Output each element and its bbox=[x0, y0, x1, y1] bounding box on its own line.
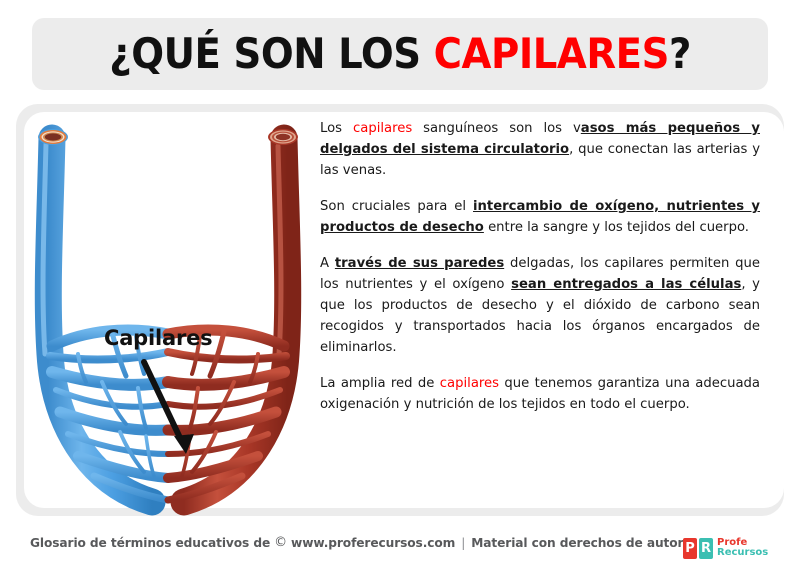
footer-site-url[interactable]: www.proferecursos.com bbox=[291, 535, 456, 550]
emphasis-run: intercambio de oxígeno, nutrientes y pro… bbox=[320, 199, 760, 235]
keyword-run: capilares bbox=[353, 121, 413, 136]
vein-mouth-cross-section bbox=[38, 129, 68, 145]
title-highlight: CAPILARES bbox=[433, 29, 670, 78]
logo-marks: P R bbox=[683, 537, 713, 559]
paragraph-3: A través de sus paredes delgadas, los ca… bbox=[320, 253, 760, 358]
title-suffix: ? bbox=[668, 29, 691, 78]
footer-bar: Glosario de términos educativos de © www… bbox=[0, 524, 800, 566]
text-run: , que conectan las arterias y las venas. bbox=[320, 142, 761, 178]
capillary-diagram-svg bbox=[34, 124, 302, 516]
text-run: A bbox=[320, 256, 335, 271]
logo-word-profe: Profe bbox=[717, 537, 748, 548]
emphasis-run: sean entregados a las células bbox=[511, 277, 742, 292]
page-title: ¿QUÉ SON LOS CAPILARES? bbox=[109, 33, 691, 75]
paragraph-2: Son cruciales para el intercambio de oxí… bbox=[320, 196, 760, 238]
footer-credits: Glosario de términos educativos de © www… bbox=[30, 535, 684, 550]
text-run: sanguíneos son los v bbox=[412, 121, 581, 136]
emphasis-run: través de sus paredes bbox=[334, 256, 505, 271]
text-run: La amplia red de bbox=[320, 376, 440, 391]
text-run: que tenemos garantiza una adecuada oxige… bbox=[320, 376, 761, 412]
paragraph-4: La amplia red de capilares que tenemos g… bbox=[320, 373, 760, 415]
text-run: Son cruciales para el bbox=[320, 199, 474, 214]
title-prefix: ¿QUÉ SON LOS bbox=[109, 29, 434, 78]
keyword-run: capilares bbox=[439, 376, 500, 391]
logo-square-r: R bbox=[699, 537, 713, 559]
description-text-column: Los capilares sanguíneos son los vasos m… bbox=[320, 118, 760, 510]
profe-recursos-logo[interactable]: P R Profe Recursos bbox=[683, 535, 783, 561]
copyright-icon: © bbox=[274, 535, 288, 550]
capillary-network-artery bbox=[162, 324, 290, 504]
footer-separator: | bbox=[461, 535, 466, 550]
text-run: delgadas, los capilares permiten que los… bbox=[320, 256, 760, 292]
diagram-label-capilares: Capilares bbox=[104, 326, 213, 350]
logo-square-p: P bbox=[683, 537, 697, 559]
content-card-shadow bbox=[16, 104, 784, 516]
capillary-network-vein bbox=[46, 324, 174, 504]
content-card bbox=[24, 112, 784, 508]
logo-word-recursos: Recursos bbox=[717, 547, 769, 558]
text-run: entre la sangre y los tejidos del cuerpo… bbox=[483, 220, 749, 235]
logo-wordmark: Profe Recursos bbox=[717, 538, 768, 558]
title-bar: ¿QUÉ SON LOS CAPILARES? bbox=[32, 18, 768, 90]
capillary-diagram: Capilares bbox=[16, 104, 316, 516]
text-run: , y que los productos de desecho y el di… bbox=[320, 277, 760, 355]
footer-rights: Material con derechos de autor bbox=[471, 535, 684, 550]
emphasis-run: asos más pequeños y delgados del sistema… bbox=[320, 121, 760, 157]
vein-trunk bbox=[34, 124, 166, 516]
artery-mouth-cross-section bbox=[268, 129, 298, 145]
pointer-arrow bbox=[141, 359, 194, 454]
footer-lead: Glosario de términos educativos de bbox=[30, 535, 271, 550]
paragraph-1: Los capilares sanguíneos son los vasos m… bbox=[320, 118, 760, 181]
text-run: Los bbox=[320, 121, 353, 136]
